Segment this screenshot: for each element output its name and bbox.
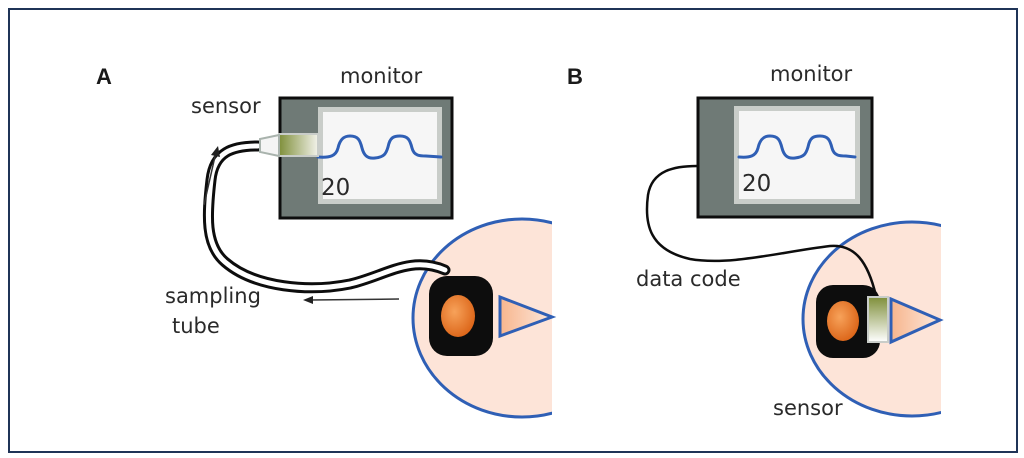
panel-a-letter: A xyxy=(96,64,112,89)
mouth-b xyxy=(827,301,859,341)
mouth-a xyxy=(441,295,475,337)
figure-frame xyxy=(8,8,1018,453)
monitor-a-value: 20 xyxy=(321,175,350,201)
tube-label-line2: tube xyxy=(172,314,220,338)
monitor-b-value: 20 xyxy=(742,171,771,197)
nose-b xyxy=(889,296,944,345)
data-cable xyxy=(645,164,878,298)
sensor-a xyxy=(278,133,319,157)
waveform-b xyxy=(737,134,857,160)
sampling-tube xyxy=(202,140,451,294)
monitor-a-label: monitor xyxy=(340,64,423,88)
tube-connector-a xyxy=(259,133,280,158)
waveform-a xyxy=(316,134,443,160)
nose-a xyxy=(498,294,557,339)
panel-b: B 20 monitor data code sensor xyxy=(567,62,944,420)
sensor-a-label: sensor xyxy=(191,94,261,118)
monitor-b-label: monitor xyxy=(770,62,853,86)
tube-label-line1: sampling xyxy=(165,284,261,308)
flow-arrow-left xyxy=(303,296,400,304)
data-cable-label: data code xyxy=(636,267,741,291)
panel-a: A 20 xyxy=(96,64,557,419)
monitor-b: 20 xyxy=(696,96,874,219)
panel-b-letter: B xyxy=(567,64,583,89)
sensor-b xyxy=(867,296,889,343)
monitor-a: 20 xyxy=(278,96,454,220)
flow-arrow-up xyxy=(203,146,220,206)
sensor-b-label: sensor xyxy=(773,396,843,420)
